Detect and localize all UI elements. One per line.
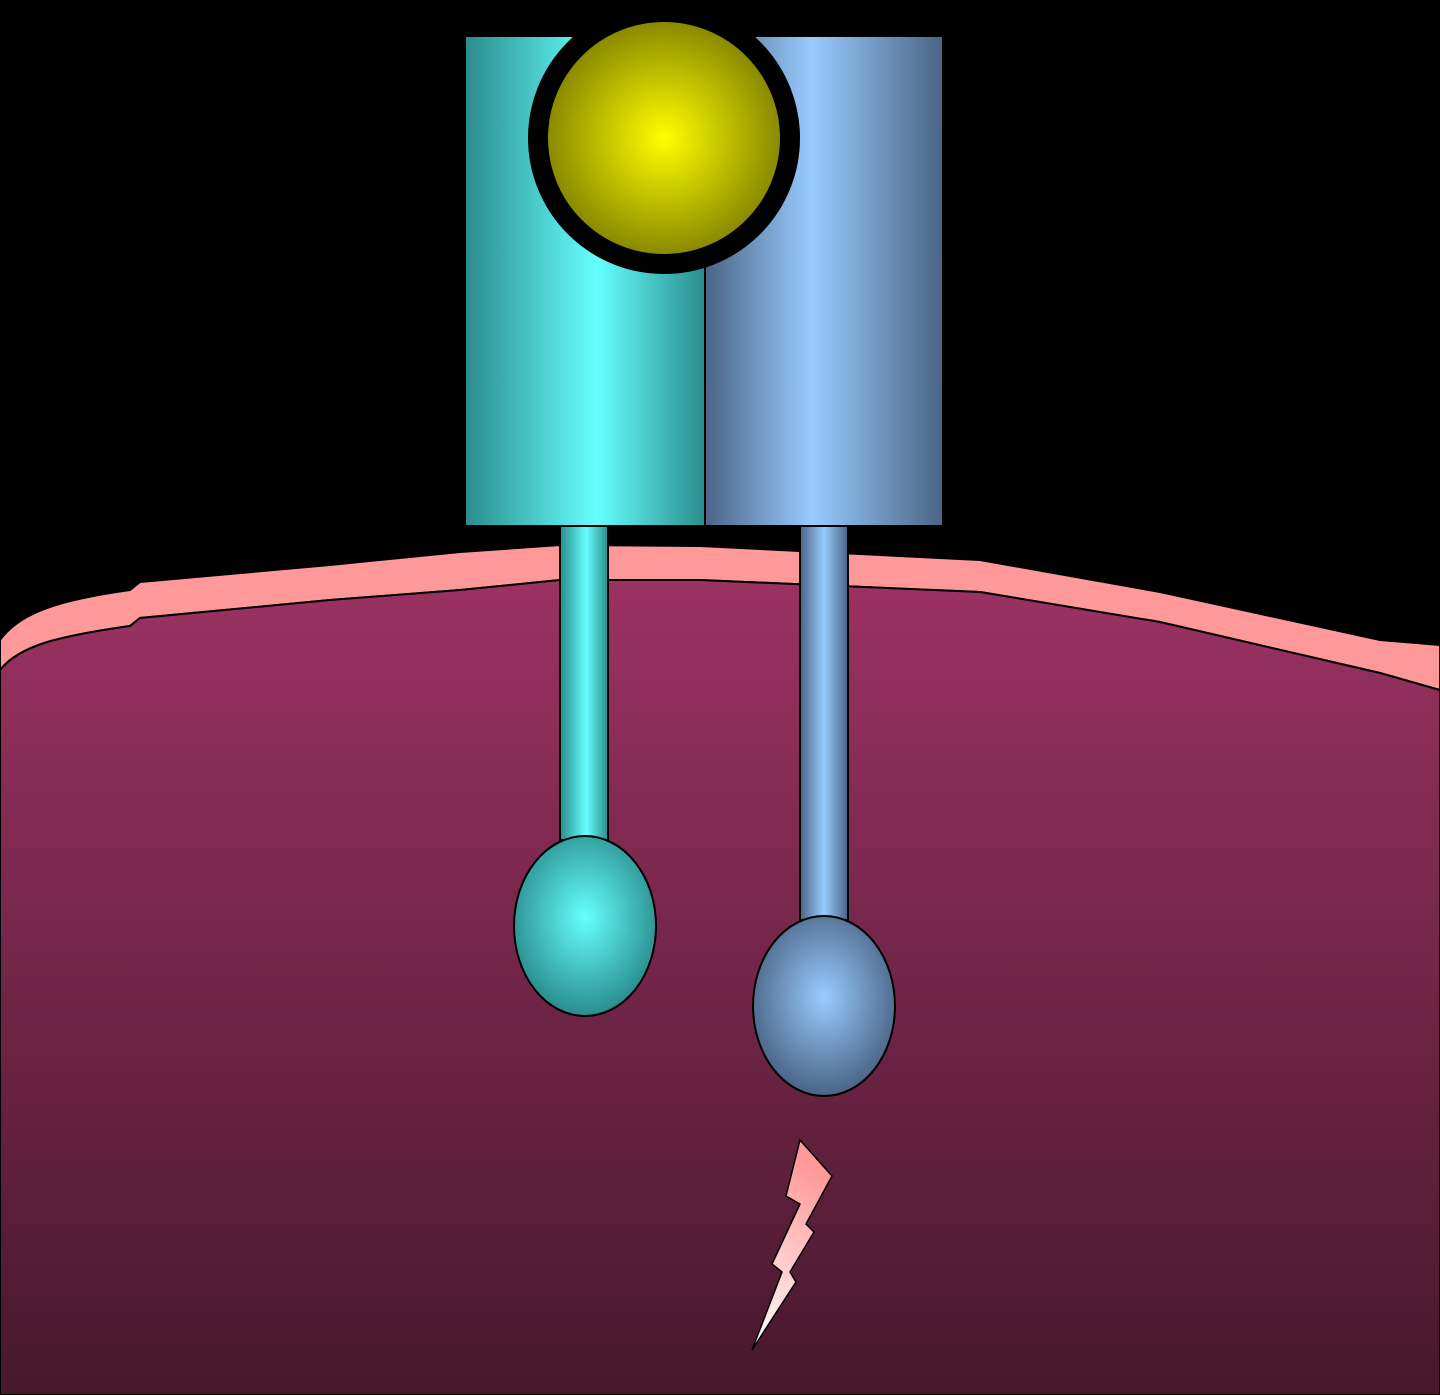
receptor-a-transmembrane-stalk bbox=[560, 524, 608, 840]
cytoplasm bbox=[0, 580, 1440, 1395]
receptor-b-kinase-domain bbox=[753, 916, 895, 1096]
receptor-a-kinase-domain bbox=[514, 836, 656, 1016]
ligand-sphere-icon bbox=[538, 12, 790, 264]
receptor-b-transmembrane-stalk bbox=[800, 524, 848, 920]
